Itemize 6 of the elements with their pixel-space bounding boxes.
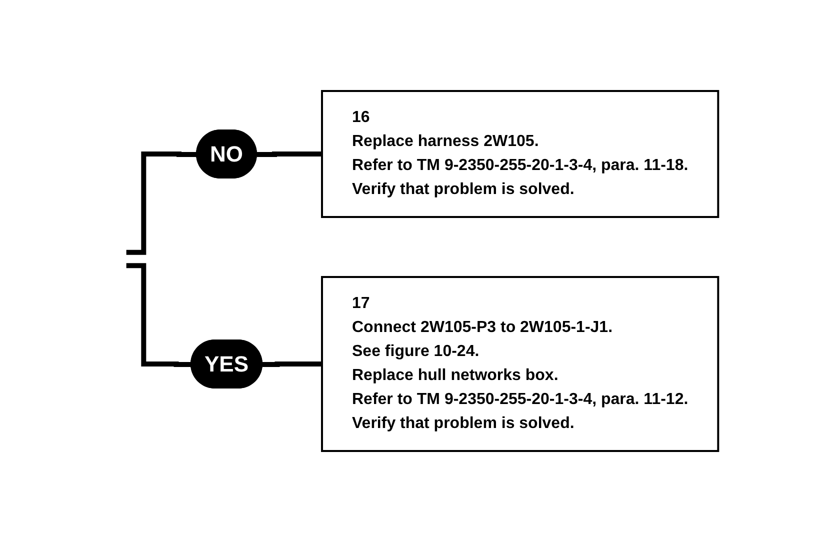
connector — [126, 263, 192, 367]
connector — [256, 152, 322, 157]
connector — [126, 152, 197, 255]
node-box: 16 Replace harness 2W105. Refer to TM 9-2350-255-20-1-3-4, para. 11-18. Verify that problem is solved. — [320, 90, 720, 218]
node-box: 17 Connect 2W105-P3 to 2W105-1-J1. See figure 10-24. Replace hull networks box. Refer to TM 9-2350-255-20-1-3-4, para. 11-12. Verify that problem is solved. — [320, 276, 720, 452]
connector — [262, 362, 322, 367]
